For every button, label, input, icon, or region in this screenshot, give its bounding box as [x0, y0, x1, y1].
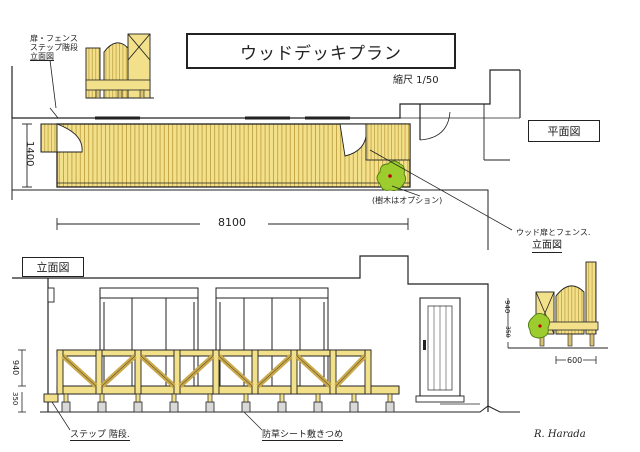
- leader-fence: [369, 149, 513, 231]
- elevation-deck: [43, 349, 400, 413]
- tree-option-note: (樹木はオプション): [372, 196, 443, 205]
- weed-sheet-note: 防草シート敷きつめ: [262, 430, 344, 441]
- gate-detail-note-line3: 立面図: [30, 52, 54, 61]
- gate-detail-note: 扉・フェンス ステップ階段 立面図: [30, 34, 78, 61]
- plan-tree: [376, 160, 407, 191]
- dim-side-height-label: 940: [503, 300, 511, 314]
- plan-view-label: 平面図: [528, 120, 600, 142]
- leader-tree: [391, 185, 421, 197]
- plan-ground-line: [11, 118, 489, 250]
- dim-side-width-label: 600: [566, 356, 584, 366]
- drawing-title: ウッドデッキプラン: [186, 33, 456, 69]
- dim-width-label: 8100: [218, 216, 246, 229]
- dim-side-step-label: 350: [504, 326, 511, 338]
- dim-rail-height-label: 940: [11, 360, 20, 376]
- elevation-view-label: 立面図: [22, 257, 84, 277]
- dim-depth-label: 1400: [24, 141, 35, 167]
- side-elevation-label: 立面図: [532, 240, 562, 253]
- elevation-ground: [40, 405, 520, 413]
- side-elevation: [507, 261, 608, 364]
- scale-label: 縮尺 1/50: [393, 75, 439, 86]
- gate-detail-note-line1: 扉・フェンス: [30, 34, 78, 43]
- elevation-door: [415, 297, 465, 403]
- step-stairs-note: ステップ 階段.: [70, 430, 130, 441]
- gate-detail-note-line2: ステップ階段: [30, 43, 78, 52]
- plan-step: [40, 123, 58, 153]
- dim-width-line: [56, 218, 409, 230]
- designer-signature: R. Harada: [534, 429, 586, 440]
- dim-rail-height-line: [18, 349, 26, 413]
- elevation-house: [12, 255, 520, 413]
- leader-weed-sheet: [243, 411, 263, 431]
- dim-depth-line: [22, 123, 32, 188]
- leader-gate-detail: [49, 59, 57, 109]
- gate-detail-drawing: [85, 33, 154, 99]
- plan-view: [11, 66, 521, 250]
- wood-gate-fence-note: ウッド扉とフェンス.: [516, 228, 591, 237]
- dim-step-height-label: 350: [11, 392, 19, 406]
- leader-step: [51, 401, 71, 431]
